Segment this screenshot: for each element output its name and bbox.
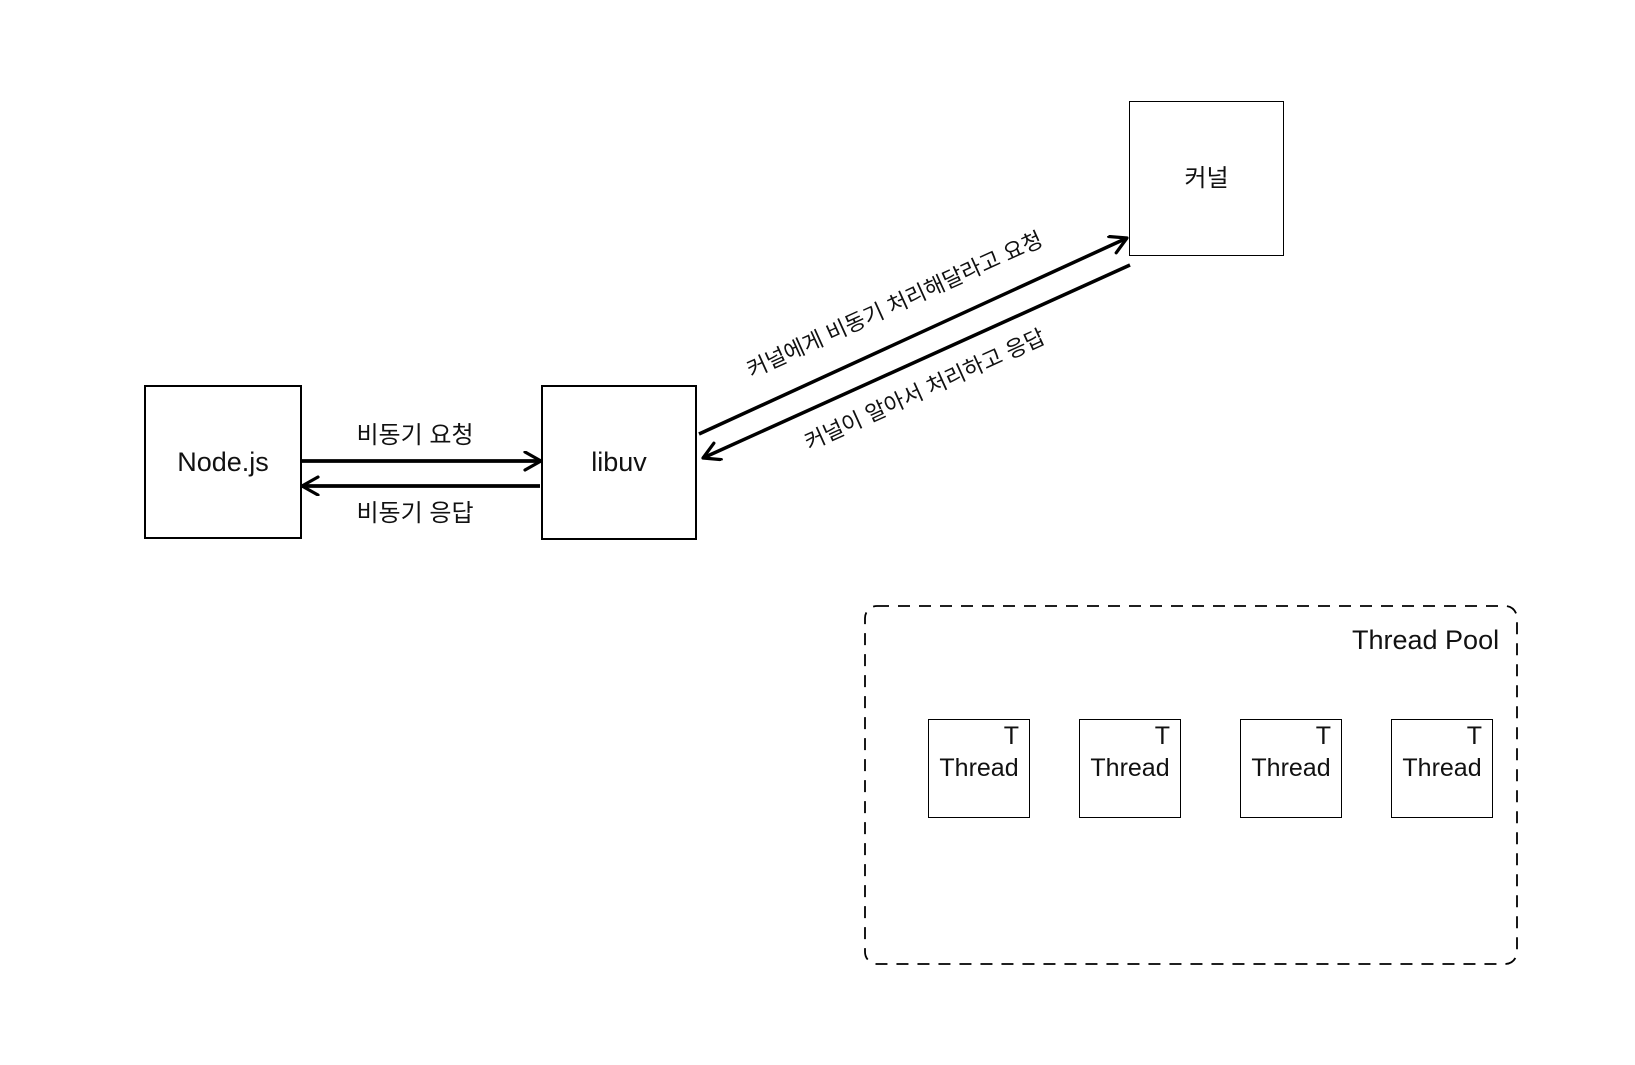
thread-4-badge: T [1466,722,1482,750]
libuv-box: libuv [541,385,697,540]
libuv-label: libuv [591,447,647,477]
kernel-box: 커널 [1129,101,1284,256]
thread-3-label: Thread [1251,754,1331,782]
nodejs-label: Node.js [177,446,269,477]
thread-2-label: Thread [1090,754,1170,782]
thread-4-label: Thread [1402,754,1482,782]
thread-box-3: T Thread [1240,719,1342,818]
thread-pool-title: Thread Pool [1352,625,1500,655]
async-request-label: 비동기 요청 [354,422,476,449]
nodejs-box: Node.js [144,385,302,539]
thread-1-label: Thread [939,754,1019,782]
kernel-label: 커널 [1184,164,1229,192]
thread-box-2: T Thread [1079,719,1181,818]
thread-2-badge: T [1154,722,1170,750]
thread-box-1: T Thread [928,719,1030,818]
async-response-label: 비동기 응답 [354,500,476,527]
thread-3-badge: T [1315,722,1331,750]
thread-box-4: T Thread [1391,719,1493,818]
thread-1-badge: T [1003,722,1019,750]
